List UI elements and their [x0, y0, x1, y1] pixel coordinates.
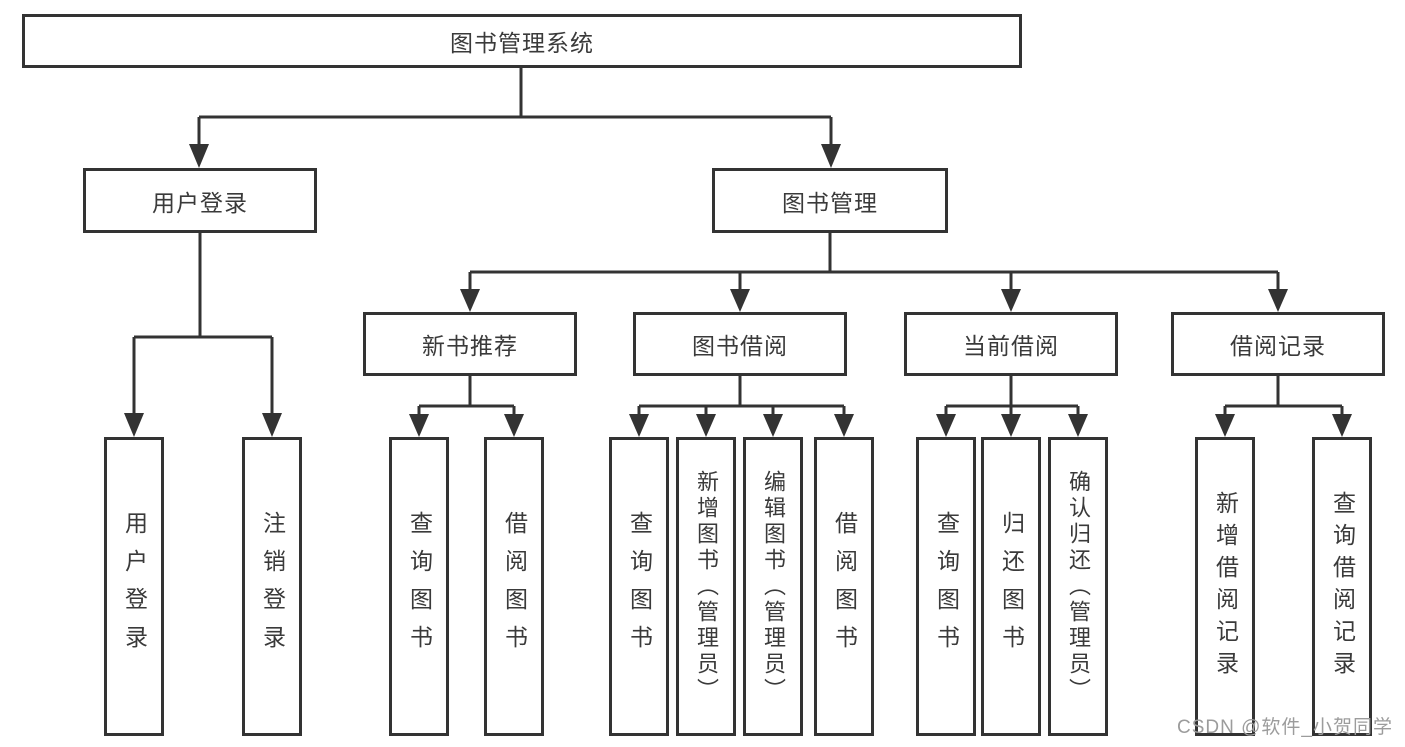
node-book-management: 图书管理 [712, 168, 948, 233]
leaf-add-book-admin-label: 新增图书（管理员） [694, 469, 719, 704]
leaf-confirm-return-admin-label: 确认归还（管理员） [1066, 469, 1091, 704]
leaf-query-books-borrow-label: 查询图书 [626, 510, 653, 663]
leaf-query-borrow-record-label: 查询借阅记录 [1329, 490, 1356, 683]
leaf-user-login-label: 用户登录 [121, 510, 148, 663]
connector-borrow-records [1215, 376, 1352, 437]
leaf-query-books-current: 查询图书 [916, 437, 976, 736]
leaf-query-books-recommend-label: 查询图书 [406, 510, 433, 663]
connector-book-borrow [629, 376, 854, 437]
leaf-confirm-return-admin: 确认归还（管理员） [1048, 437, 1108, 736]
leaf-query-books-recommend: 查询图书 [389, 437, 449, 736]
leaf-query-books-current-label: 查询图书 [933, 510, 960, 663]
node-current-borrow: 当前借阅 [904, 312, 1118, 376]
leaf-return-book-label: 归还图书 [998, 510, 1025, 663]
leaf-add-borrow-record: 新增借阅记录 [1195, 437, 1255, 736]
node-new-book-recommend: 新书推荐 [363, 312, 577, 376]
leaf-borrow-books-recommend-label: 借阅图书 [501, 510, 528, 663]
connector-root [189, 68, 841, 168]
node-user-login: 用户登录 [83, 168, 317, 233]
leaf-borrow-books-borrow-label: 借阅图书 [831, 510, 858, 663]
leaf-borrow-books-recommend: 借阅图书 [484, 437, 544, 736]
connector-user-login [124, 233, 282, 437]
node-borrow-records: 借阅记录 [1171, 312, 1385, 376]
leaf-edit-book-admin: 编辑图书（管理员） [743, 437, 803, 736]
leaf-query-borrow-record: 查询借阅记录 [1312, 437, 1372, 736]
connector-current-borrow [936, 376, 1088, 437]
connector-new-book-recommend [409, 376, 524, 437]
leaf-user-login: 用户登录 [104, 437, 164, 736]
leaf-logout-label: 注销登录 [259, 510, 286, 663]
csdn-watermark: CSDN @软件_小贺同学 [1177, 717, 1393, 738]
leaf-logout: 注销登录 [242, 437, 302, 736]
leaf-add-borrow-record-label: 新增借阅记录 [1212, 490, 1239, 683]
leaf-borrow-books-borrow: 借阅图书 [814, 437, 874, 736]
connector-book-management [460, 233, 1288, 312]
node-book-borrow: 图书借阅 [633, 312, 847, 376]
leaf-edit-book-admin-label: 编辑图书（管理员） [761, 469, 786, 704]
leaf-return-book: 归还图书 [981, 437, 1041, 736]
leaf-add-book-admin: 新增图书（管理员） [676, 437, 736, 736]
node-library-management-system: 图书管理系统 [22, 14, 1022, 68]
leaf-query-books-borrow: 查询图书 [609, 437, 669, 736]
